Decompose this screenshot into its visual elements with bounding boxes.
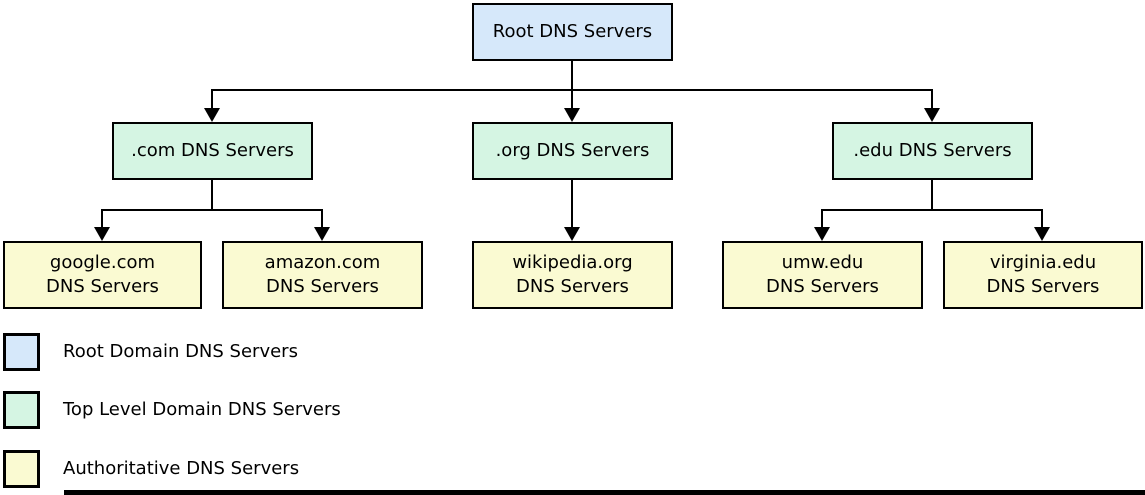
node-root-dns-servers: Root DNS Servers xyxy=(472,3,673,61)
node-com-dns-servers: .com DNS Servers xyxy=(112,122,313,180)
connector-root-stub xyxy=(571,61,573,90)
arrow-down-umw-icon xyxy=(814,227,830,241)
arrow-down-org-icon xyxy=(564,108,580,122)
connector-com-stub xyxy=(211,180,213,211)
legend-label-authoritative: Authoritative DNS Servers xyxy=(63,458,300,479)
window-edge-bar xyxy=(64,490,1145,495)
connector-org-drop xyxy=(571,89,573,110)
connector-wikipedia-drop xyxy=(571,180,573,229)
node-virginia-dns-servers: virginia.edu DNS Servers xyxy=(943,241,1143,309)
arrow-down-amazon-icon xyxy=(314,227,330,241)
node-wikipedia-dns-servers: wikipedia.org DNS Servers xyxy=(472,241,673,309)
legend-swatch-top-level-domain xyxy=(3,391,40,429)
node-org-dns-servers: .org DNS Servers xyxy=(472,122,673,180)
legend-swatch-authoritative xyxy=(3,450,40,488)
connector-edu-drop xyxy=(931,89,933,110)
legend-swatch-root-domain xyxy=(3,333,40,371)
connector-edu-stub xyxy=(931,180,933,211)
connector-com-drop xyxy=(211,89,213,110)
connector-virginia-drop xyxy=(1041,209,1043,229)
arrow-down-com-icon xyxy=(204,108,220,122)
arrow-down-wikipedia-icon xyxy=(564,227,580,241)
node-google-dns-servers: google.com DNS Servers xyxy=(3,241,202,309)
arrow-down-google-icon xyxy=(94,227,110,241)
arrow-down-edu-icon xyxy=(924,108,940,122)
connector-umw-drop xyxy=(821,209,823,229)
legend-label-root-domain: Root Domain DNS Servers xyxy=(63,341,298,362)
node-edu-dns-servers: .edu DNS Servers xyxy=(832,122,1033,180)
legend-label-top-level-domain: Top Level Domain DNS Servers xyxy=(63,399,341,420)
connector-amazon-drop xyxy=(321,209,323,229)
connector-edu-bus xyxy=(821,209,1043,211)
arrow-down-virginia-icon xyxy=(1034,227,1050,241)
connector-com-bus xyxy=(101,209,323,211)
node-amazon-dns-servers: amazon.com DNS Servers xyxy=(222,241,423,309)
node-umw-dns-servers: umw.edu DNS Servers xyxy=(722,241,923,309)
connector-google-drop xyxy=(101,209,103,229)
